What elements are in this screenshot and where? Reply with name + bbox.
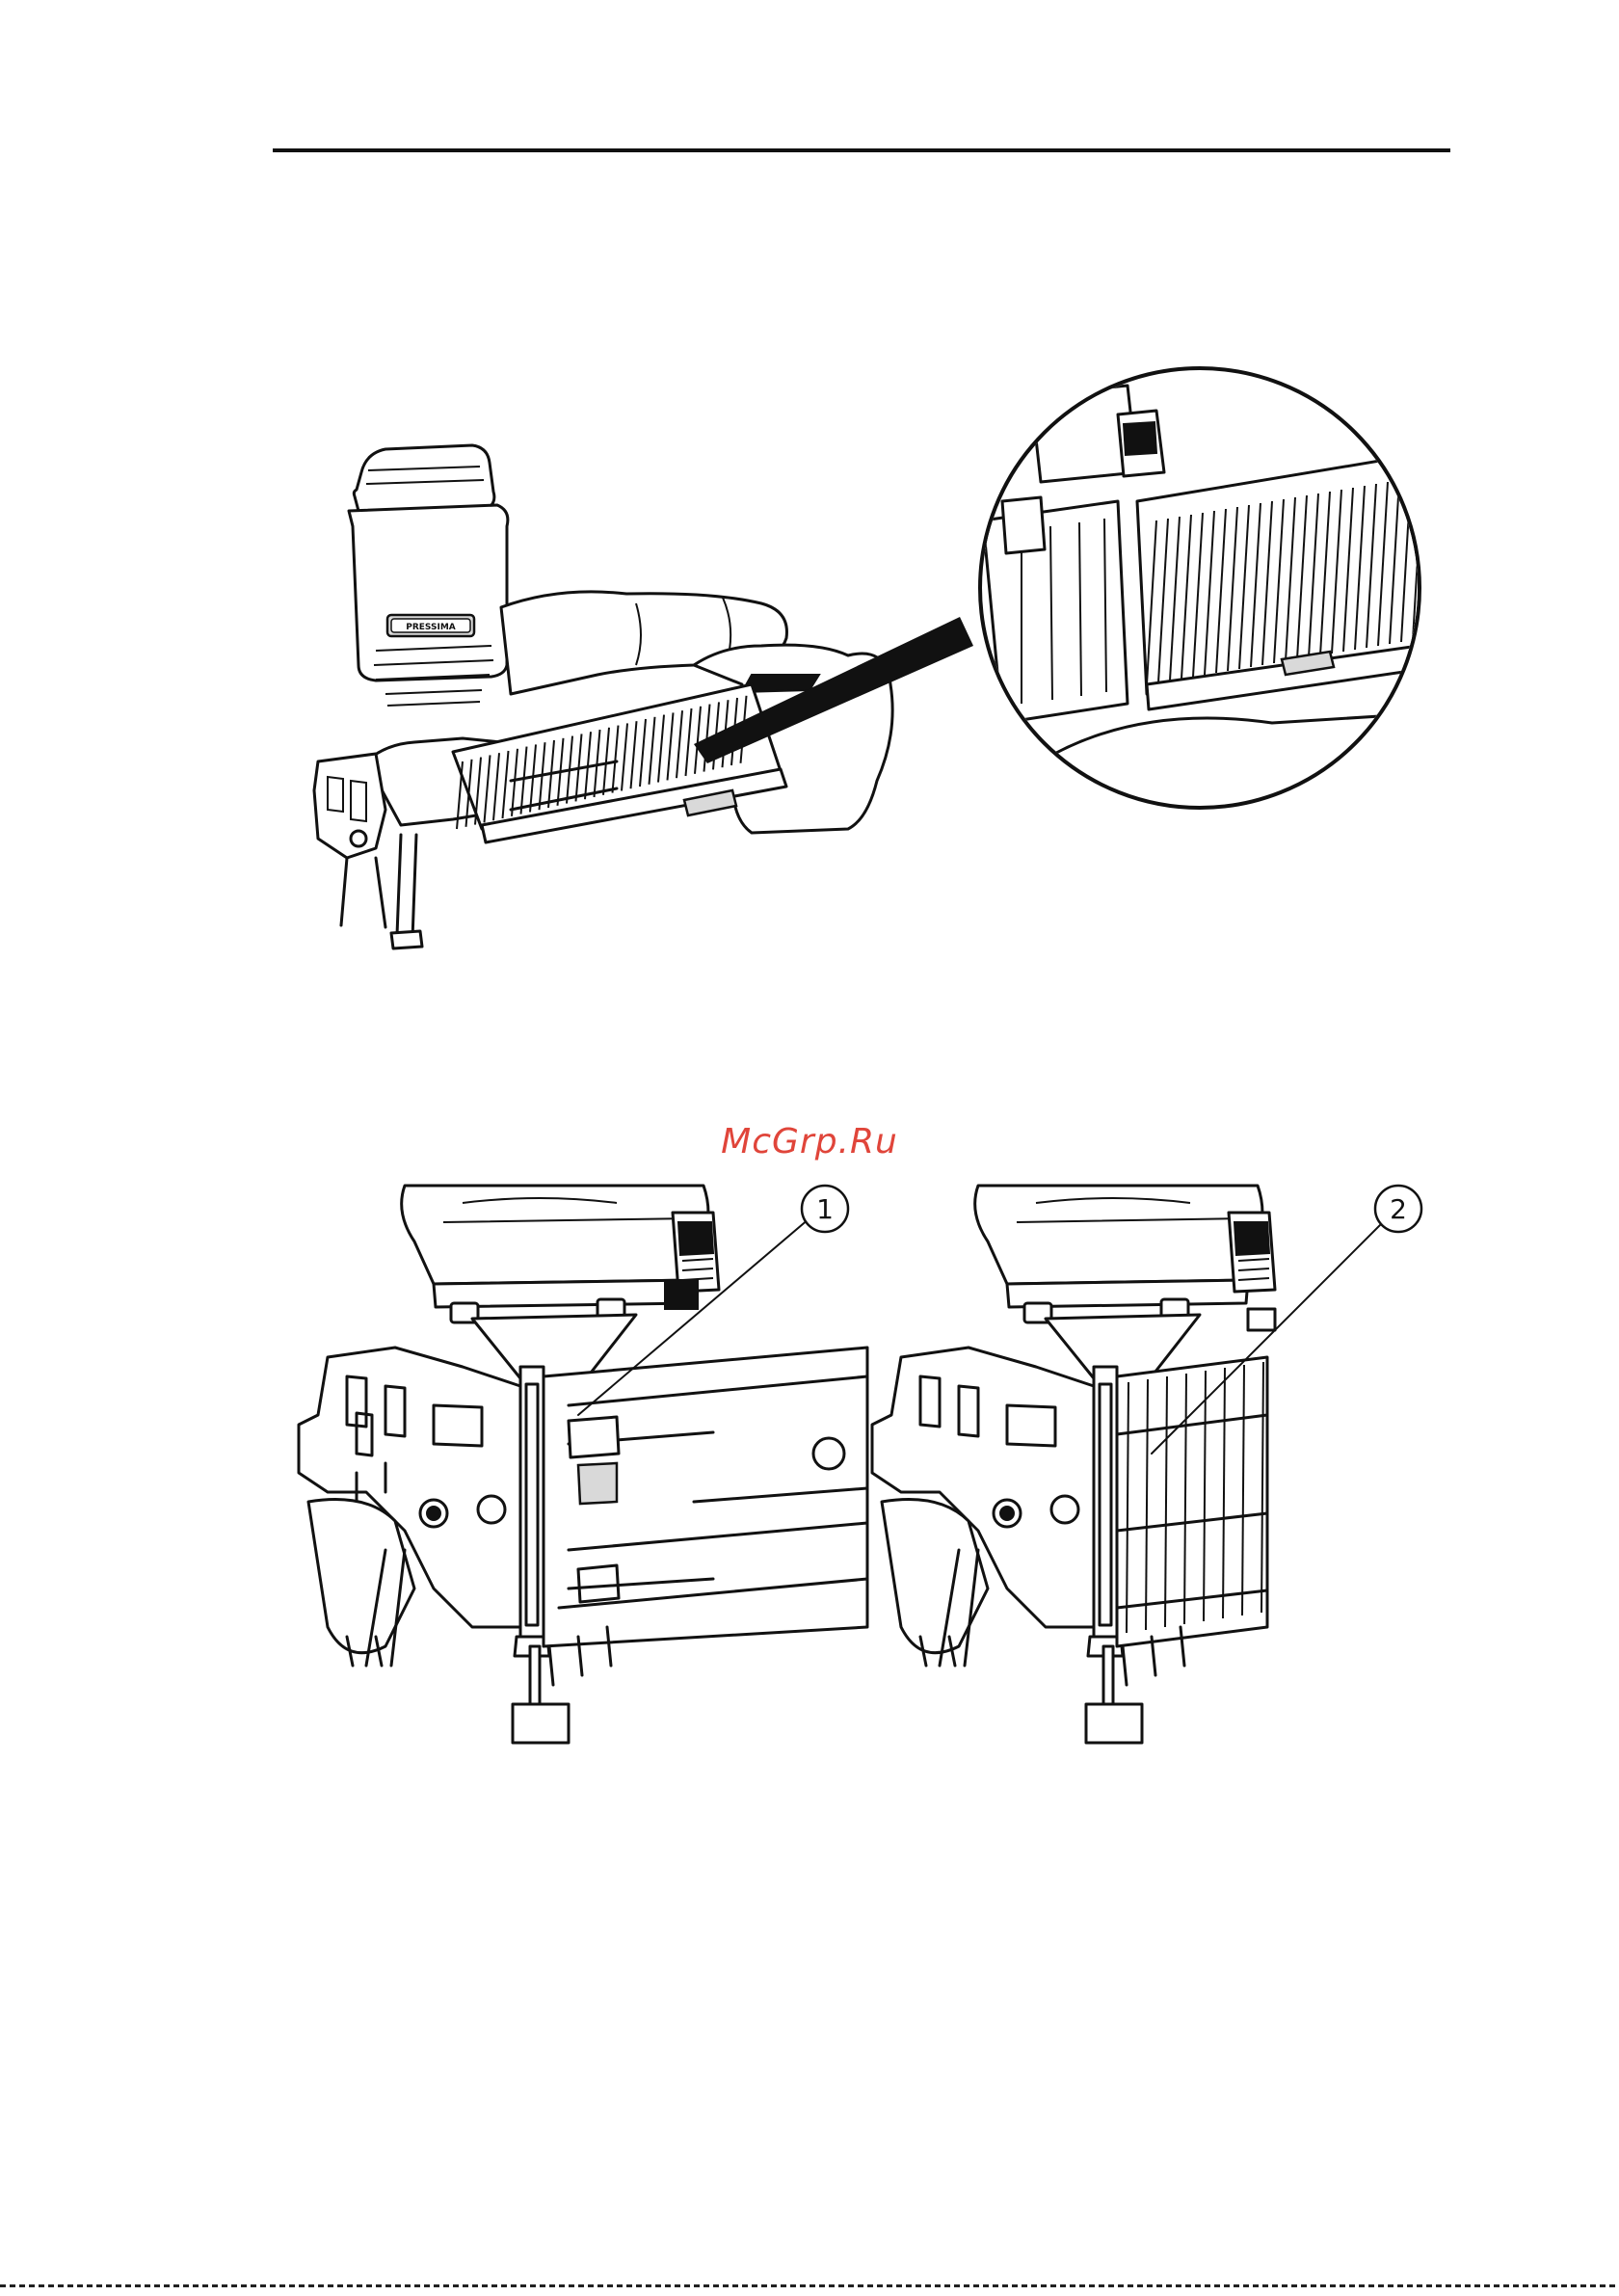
detail-figure-right: 2: [863, 1184, 1441, 1762]
nail-gun-icon: PRESSIMA: [314, 445, 973, 948]
empty-magazine-icon: 1: [299, 1186, 867, 1743]
callout-1-label: 1: [816, 1193, 834, 1225]
header-rule: [273, 148, 1450, 152]
footer-rule: [0, 2284, 1619, 2287]
nail-gun-figure: PRESSIMA: [308, 357, 1426, 974]
loaded-magazine-icon: 2: [872, 1186, 1421, 1743]
nail: [1424, 474, 1434, 638]
watermark: McGrp.Ru: [0, 1122, 1619, 1161]
nail: [1436, 472, 1446, 636]
detail-figure-left: 1: [289, 1184, 867, 1762]
tool-brand-label: PRESSIMA: [406, 623, 456, 632]
magnifier-detail-icon: [980, 368, 1449, 808]
callout-2-label: 2: [1390, 1193, 1407, 1225]
